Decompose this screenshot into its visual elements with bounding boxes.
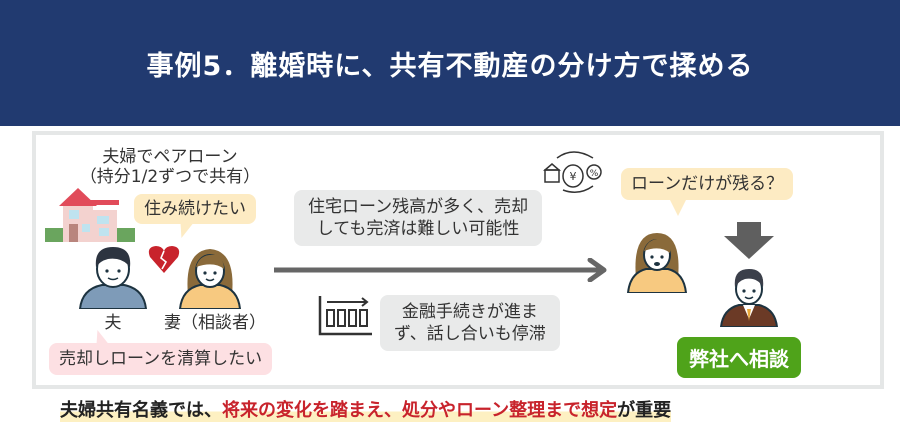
conclusion-highlight: 将来の変化を踏まえ、処分やローン整理まで想定 [222,400,618,421]
loan-title-line2: （持分1/2ずつで共有） [79,167,261,187]
husband-wish-bubble: 売却しローンを清算したい [49,343,273,375]
note-line: しても完済は難しい可能性 [316,219,520,239]
bubble-tail [670,200,686,216]
worried-wife-avatar [626,233,688,293]
remaining-loan-text: ローンだけが残る？ [631,174,784,194]
consult-company-button[interactable]: 弊社へ相談 [677,337,801,378]
page-title: 事例5．離婚時に、共有不動産の分け方で揉める [146,50,754,82]
header-banner: 事例5．離婚時に、共有不動産の分け方で揉める [0,0,900,126]
broken-heart-icon [148,246,180,273]
consultant-avatar [719,269,779,327]
stalled-progress-icon [318,296,372,336]
percent-symbol: % [590,169,599,179]
arrow-down-icon [724,222,774,259]
husband-wish-text: 売却しローンを清算したい [59,349,263,369]
wife-label: 妻（相談者） [164,313,266,333]
wife-wish-bubble: 住み続けたい [134,194,256,224]
procedure-stalled-note: 金融手続きが進ま ず、話し合いも停滞 [380,295,560,351]
loan-title-line1: 夫婦でペアローン [102,147,238,167]
loan-title: 夫婦でペアローン （持分1/2ずつで共有） [60,147,280,187]
house-icon [45,188,135,242]
remaining-loan-bubble: ローンだけが残る？ [621,168,794,200]
husband-label: 夫 [104,313,122,333]
conclusion-text: 夫婦共有名義では、将来の変化を踏まえ、処分やローン整理まで想定が重要 [60,396,672,422]
note-line: 住宅ローン残高が多く、売却 [308,197,529,217]
note-line: ず、話し合いも停滞 [394,324,546,344]
loan-balance-note: 住宅ローン残高が多く、売却 しても完済は難しい可能性 [294,190,543,246]
yen-symbol: ¥ [570,170,577,183]
conclusion-part1: 夫婦共有名義では、 [60,400,222,421]
husband-avatar [78,247,148,309]
wife-avatar [178,249,242,309]
money-cycle-icon: ¥ % [543,151,602,193]
wife-wish-text: 住み続けたい [144,199,246,219]
conclusion-part2: が重要 [617,400,672,421]
arrow-right-icon [274,258,607,282]
note-line: 金融手続きが進ま [401,302,538,322]
